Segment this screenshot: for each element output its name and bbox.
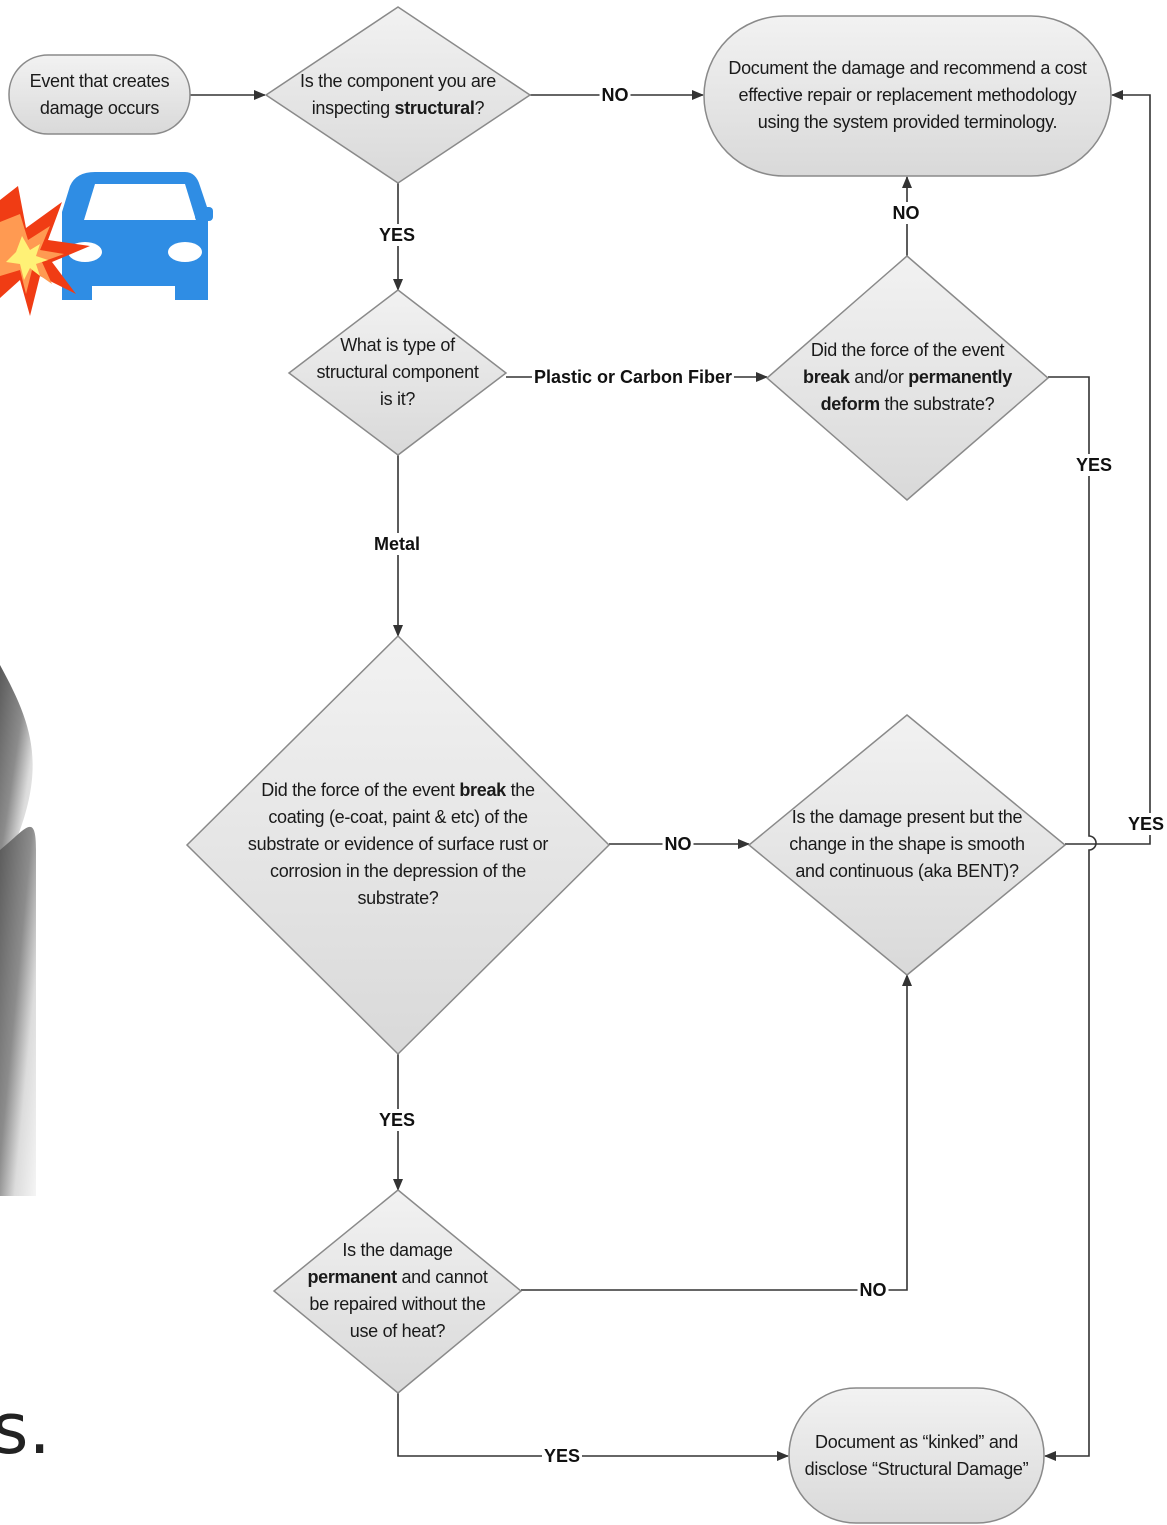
car-crash-icon: [0, 172, 213, 316]
node-line: be repaired without the: [309, 1294, 486, 1314]
node-line: disclose “Structural Damage”: [804, 1458, 1029, 1479]
node-line: Is the damage: [342, 1240, 453, 1260]
document-repair-text: Document the damage and recommend a cost…: [704, 54, 1111, 136]
node-line: coating (e-coat, paint & etc) of the: [268, 806, 528, 827]
edge-permanent-yes: [397, 1393, 789, 1461]
node-line: break and/or permanently: [803, 366, 1012, 387]
node-line: substrate?: [357, 887, 439, 908]
edge-label-metal-no: NO: [662, 833, 694, 855]
edge-label-plastic-yes: YES: [1073, 454, 1115, 476]
background-gray-panel: [0, 826, 36, 1196]
node-line: deform the substrate?: [820, 393, 995, 414]
node-line: effective repair or replacement methodol…: [738, 84, 1077, 105]
permanent-decision: [272, 1189, 523, 1394]
permanent-question-text: Is the damage permanent and cannot be repa…: [274, 1236, 521, 1346]
document-kinked-text: Document as “kinked” and disclose “Struct…: [789, 1428, 1044, 1483]
background-gray-shape: [0, 665, 33, 880]
node-line: Document the damage and recommend a cost: [728, 57, 1087, 78]
edge-label-structural-yes: YES: [376, 224, 418, 246]
shapes: [8, 6, 1112, 1524]
node-line: use of heat?: [349, 1321, 446, 1341]
node-line: corrosion in the depression of the: [270, 860, 526, 881]
start-node-text: Event that creates damage occurs: [9, 55, 190, 134]
node-line: using the system provided terminology.: [757, 111, 1058, 132]
edge-label-type-metal: Metal: [371, 533, 423, 555]
edge-label-structural-no: NO: [599, 84, 631, 106]
edge-label-permanent-no: NO: [857, 1279, 889, 1301]
bent-question-text: Is the damage present but the change in t…: [749, 803, 1065, 885]
edge-label-type-plastic: Plastic or Carbon Fiber: [531, 366, 735, 388]
edge-label-permanent-yes: YES: [541, 1445, 583, 1467]
node-line: Is the damage present but the: [791, 806, 1023, 827]
node-line: Document as “kinked” and: [815, 1431, 1018, 1452]
edge-permanent-no: [521, 974, 912, 1291]
type-decision: [287, 289, 508, 456]
edge-bent-yes: [1065, 90, 1151, 845]
cropped-slide-text: s.: [0, 1388, 51, 1470]
node-line: inspecting structural?: [311, 98, 485, 118]
node-line: Event that creates: [29, 70, 170, 91]
node-line: change in the shape is smooth: [789, 833, 1025, 854]
structural-decision: [264, 6, 532, 184]
node-line: structural component: [316, 361, 479, 382]
metal-break-decision: [185, 634, 611, 1056]
node-line: damage occurs: [39, 97, 160, 118]
edge-label-bent-yes: YES: [1125, 813, 1167, 835]
bent-decision: [747, 714, 1067, 976]
edge-label-metal-yes: YES: [376, 1109, 418, 1131]
node-line: substrate or evidence of surface rust or: [247, 833, 549, 854]
metal-break-question-text: Did the force of the event break the coat…: [187, 776, 609, 912]
node-line: Did the force of the event: [810, 339, 1005, 360]
node-line: and continuous (aka BENT)?: [795, 860, 1019, 881]
plastic-break-question-text: Did the force of the event break and/or p…: [767, 336, 1048, 418]
node-line: Did the force of the event break the: [261, 779, 535, 800]
start-terminator: [8, 54, 191, 135]
edge-plastic-yes: [1044, 376, 1097, 1461]
document-kinked-terminator: [788, 1387, 1045, 1524]
node-line: is it?: [379, 388, 416, 409]
node-line: permanent and cannot: [307, 1267, 488, 1287]
node-line: What is type of: [340, 334, 455, 355]
type-question-text: What is type of structural component is it…: [289, 330, 506, 414]
document-repair-terminator: [703, 15, 1112, 177]
plastic-break-decision: [765, 255, 1050, 501]
node-line: Is the component you are: [300, 71, 496, 91]
structural-question-text: Is the component you are inspecting struc…: [266, 55, 530, 135]
edge-label-plastic-no: NO: [890, 202, 922, 224]
